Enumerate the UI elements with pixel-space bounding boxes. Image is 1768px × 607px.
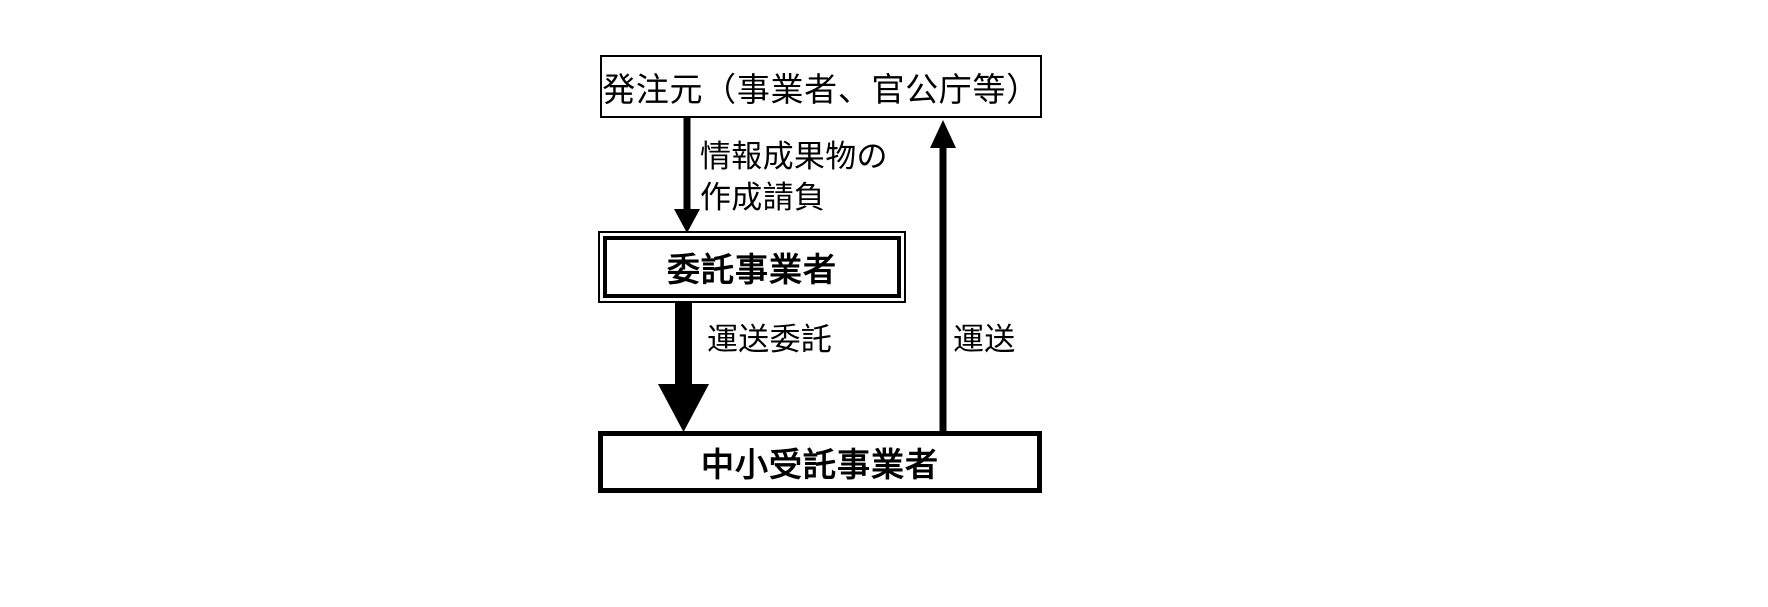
edge-label-commission: 情報成果物の 作成請負 bbox=[700, 137, 888, 219]
node-subcontractor-label: 中小受託事業者 bbox=[701, 448, 939, 484]
edge-label-commission-line2: 作成請負 bbox=[700, 179, 826, 215]
arrow-subcontractor-to-client bbox=[930, 120, 956, 434]
edge-label-transport-commission: 運送委託 bbox=[707, 322, 833, 357]
node-consignor-label: 委託事業者 bbox=[667, 253, 837, 289]
arrow-consignor-to-subcontractor bbox=[658, 302, 709, 432]
node-consignor-inner-frame: 委託事業者 bbox=[603, 236, 901, 298]
node-client-box: 発注元（事業者、官公庁等） bbox=[600, 55, 1042, 118]
node-client-label: 発注元（事業者、官公庁等） bbox=[602, 72, 1040, 109]
arrow-client-to-consignor bbox=[674, 117, 700, 233]
node-consignor-box: 委託事業者 bbox=[598, 231, 906, 303]
edge-label-commission-line1: 情報成果物の bbox=[700, 139, 888, 174]
edge-label-transport: 運送 bbox=[953, 322, 1016, 357]
node-subcontractor-box: 中小受託事業者 bbox=[598, 431, 1042, 493]
